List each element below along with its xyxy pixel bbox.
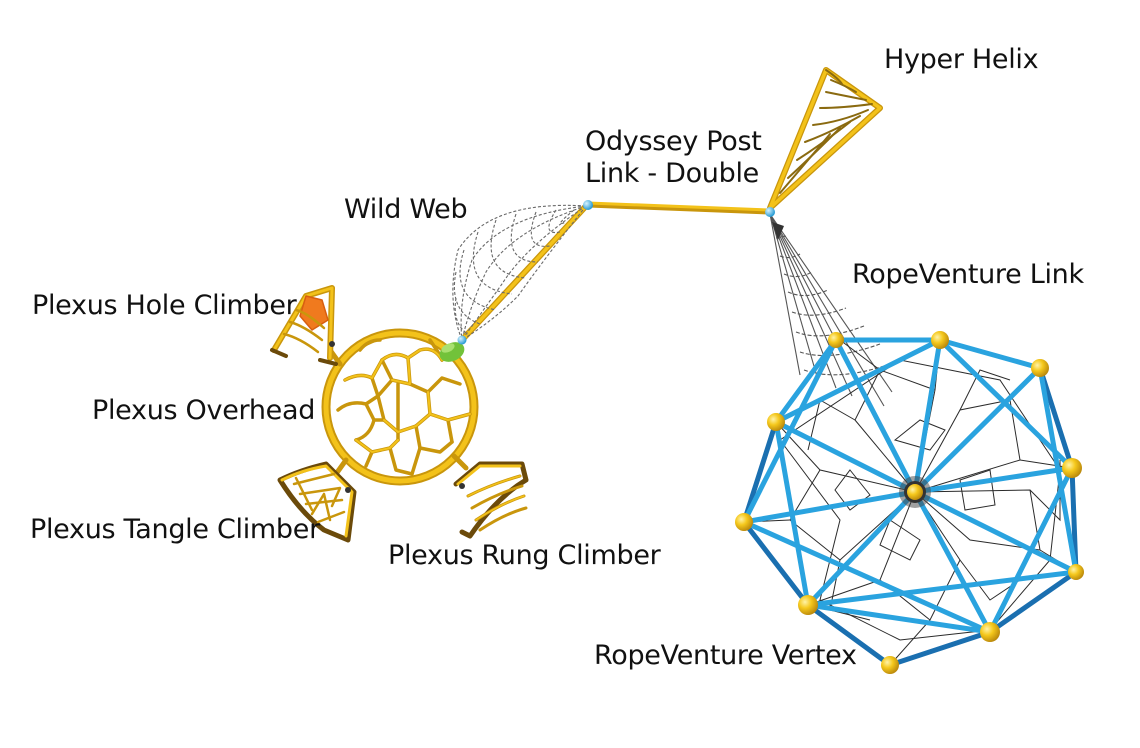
plexus-rung-climber — [453, 461, 529, 539]
odyssey-right-node — [765, 207, 775, 217]
label-odyssey-post-link: Odyssey Post Link - Double — [585, 126, 762, 190]
ropeventure-link — [769, 213, 893, 407]
plexus-overhead — [321, 328, 479, 486]
label-plexus-overhead: Plexus Overhead — [92, 395, 316, 426]
label-odyssey-line1: Odyssey Post — [585, 126, 762, 157]
label-plexus-tangle-climber: Plexus Tangle Climber — [30, 514, 320, 545]
wildweb-base-node — [457, 335, 467, 345]
plexus-hole-climber — [270, 285, 338, 366]
label-plexus-rung-climber: Plexus Rung Climber — [388, 540, 661, 571]
label-plexus-hole-climber: Plexus Hole Climber — [32, 290, 297, 321]
hyper-helix — [767, 67, 883, 211]
wild-web — [452, 203, 589, 343]
green-connector — [439, 342, 465, 362]
ropeventure-vertex — [735, 331, 1084, 674]
label-hyper-helix: Hyper Helix — [884, 44, 1039, 75]
label-odyssey-line2: Link - Double — [585, 158, 759, 189]
odyssey-post-link — [585, 201, 773, 215]
vertex-hub — [899, 476, 931, 508]
odyssey-left-node — [583, 200, 593, 210]
label-wild-web: Wild Web — [344, 194, 468, 225]
plexus-tangle-climber — [277, 461, 357, 543]
label-ropeventure-link: RopeVenture Link — [852, 259, 1084, 290]
label-ropeventure-vertex: RopeVenture Vertex — [594, 640, 857, 671]
